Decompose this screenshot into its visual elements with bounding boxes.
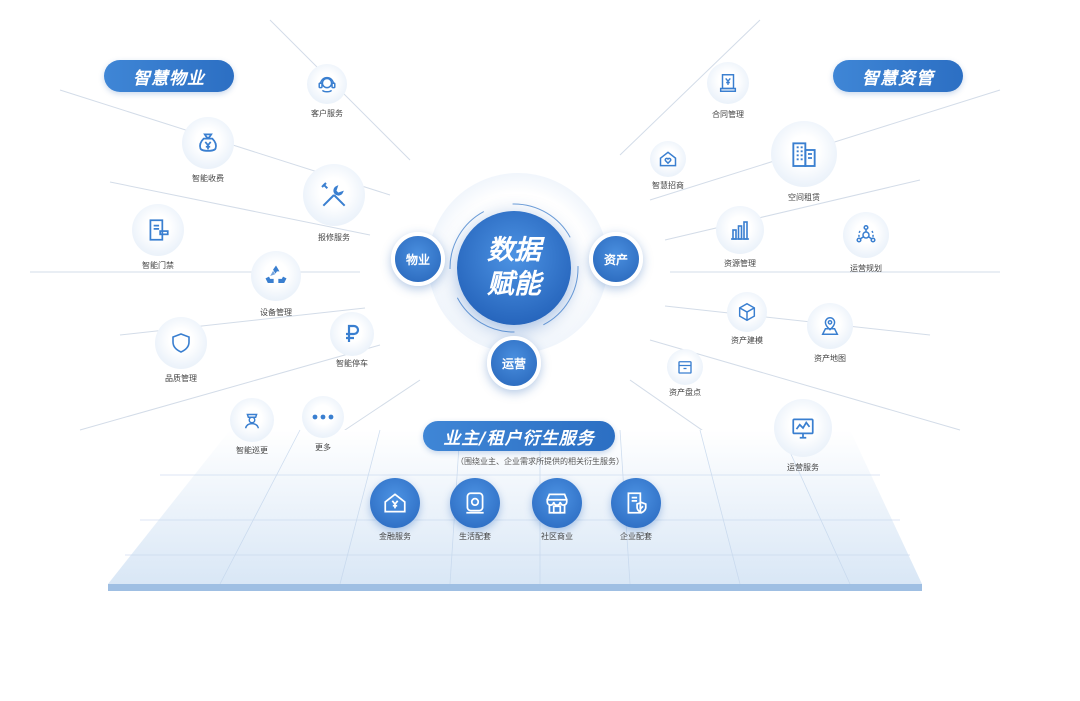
node-label: 智能门禁 [142,261,174,270]
service-enterprise [611,478,661,528]
node-label: 品质管理 [165,374,197,383]
satellite-ops: 运营 [487,336,541,390]
hub-line-1: 数据 [487,235,541,266]
parking-icon [340,322,364,346]
cube-icon [736,301,758,323]
finance-house-icon [382,490,408,516]
section-property-title: 智慧物业 [104,60,234,92]
section-asset-title: 智慧资管 [833,60,963,92]
node-label: 资产盘点 [669,388,701,397]
node-label: 更多 [315,443,331,452]
contract-icon [717,72,739,94]
section-owner-title: 业主/租户衍生服务 [423,421,615,451]
node-label: 运营服务 [787,463,819,472]
enterprise-icon [623,490,649,516]
hub-line-2: 赋能 [487,269,541,300]
data-empower-hub: 数据 赋能 [457,211,571,325]
more-icon [311,413,335,421]
recycle-icon [262,262,290,290]
node-label: 合同管理 [712,110,744,119]
box-icon [676,358,694,376]
node-label: 智能巡更 [236,446,268,455]
node-label: 报修服务 [318,233,350,242]
node-label: 智慧招商 [652,181,684,190]
door-card-icon [145,217,171,243]
map-pin-icon [819,315,841,337]
service-label: 社区商业 [541,532,573,541]
node-label: 客户服务 [311,109,343,118]
service-label: 生活配套 [459,532,491,541]
headset-icon [316,73,338,95]
node-label: 资源管理 [724,259,756,268]
node-label: 资产地图 [814,354,846,363]
service-label: 企业配套 [620,532,652,541]
network-icon [854,223,878,247]
shop-icon [543,490,571,516]
node-label: 空间租赁 [788,193,820,202]
node-label: 智能停车 [336,359,368,368]
satellite-property: 物业 [391,232,445,286]
life-icon [462,490,488,516]
satellite-asset: 资产 [589,232,643,286]
node-label: 运营规划 [850,264,882,273]
node-label: 资产建模 [731,336,763,345]
tools-icon [318,179,350,211]
guard-icon [241,409,263,431]
service-life [450,478,500,528]
monitor-icon [789,415,817,441]
service-label: 金融服务 [379,532,411,541]
node-label: 智能收费 [192,174,224,183]
bar-chart-icon [727,218,753,242]
building-icon [788,138,820,170]
node-label: 设备管理 [260,308,292,317]
money-bag-icon [195,130,221,156]
shield-icon [169,331,193,355]
service-finance [370,478,420,528]
service-community-business [532,478,582,528]
section-owner-subtitle: （围绕业主、企业需求所提供的相关衍生服务） [456,457,624,466]
house-heart-icon [658,149,678,169]
